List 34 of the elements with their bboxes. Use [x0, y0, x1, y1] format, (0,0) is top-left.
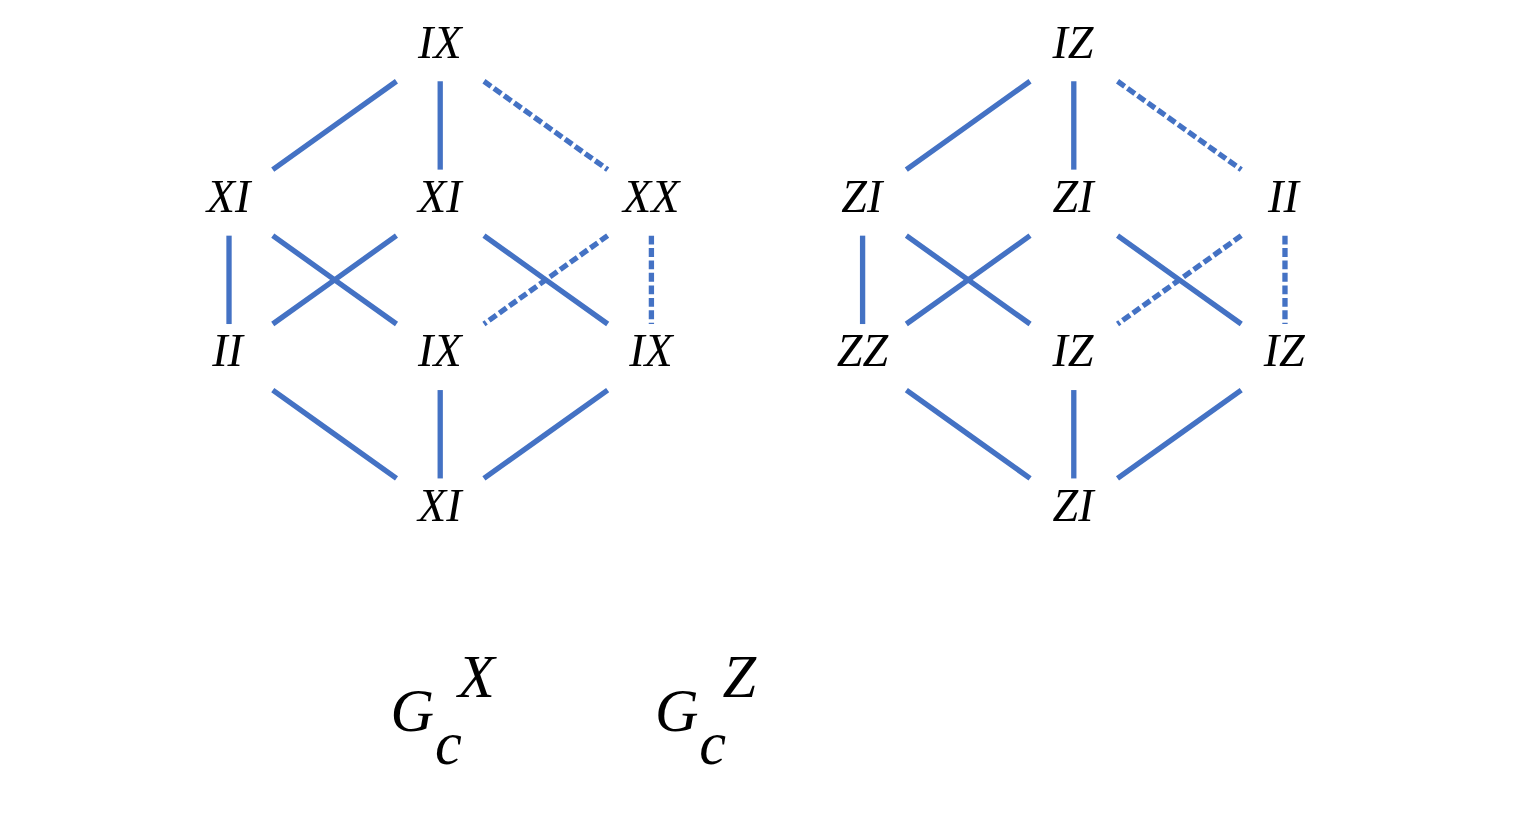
node-text: XI [418, 479, 462, 531]
connector [482, 79, 610, 172]
node-text: XX [623, 171, 680, 223]
connector [859, 235, 866, 325]
node-text: ZI [1052, 171, 1094, 223]
node-text: IZ [1052, 16, 1094, 68]
connector [1115, 387, 1243, 481]
connector [482, 387, 610, 481]
node-text: XI [206, 171, 251, 223]
node-text: ZZ [836, 325, 889, 377]
connector [226, 235, 232, 325]
node-text: ZI [841, 171, 883, 223]
node-text: IZ [1263, 325, 1305, 377]
node-text: IX [629, 325, 673, 377]
connector [482, 233, 610, 327]
connector [1116, 79, 1243, 172]
node-text: IX [418, 325, 462, 377]
node-text: II [212, 325, 243, 377]
connector [904, 79, 1032, 172]
node-text: II [1268, 171, 1299, 223]
connector [1071, 81, 1077, 170]
connector [271, 387, 399, 481]
connector [904, 387, 1032, 481]
connector [904, 233, 1032, 327]
connector [1071, 390, 1077, 479]
node-text: XI [418, 171, 462, 223]
connector [437, 81, 443, 170]
connector [437, 390, 443, 479]
node-text: ZI [1052, 479, 1094, 531]
connector [648, 235, 655, 325]
node-text: IZ [1052, 325, 1094, 377]
connector [1282, 235, 1288, 325]
connector [271, 79, 398, 172]
node-text: IX [418, 16, 462, 68]
